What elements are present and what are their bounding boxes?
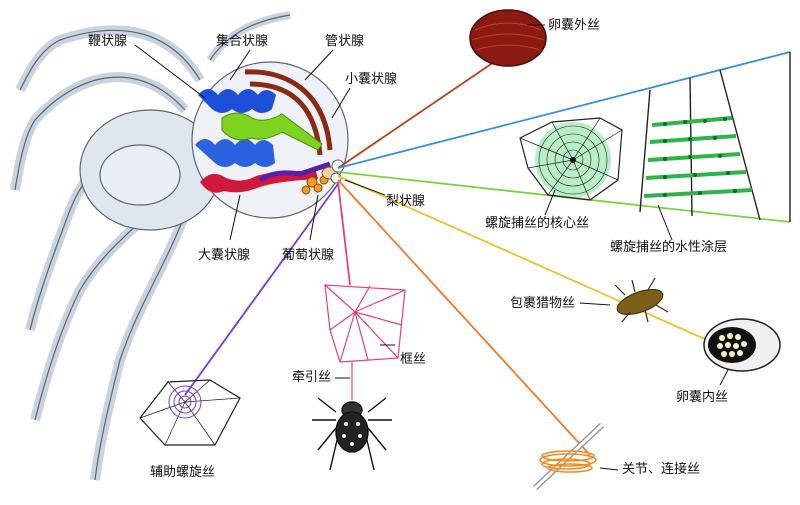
gland-flagelliform <box>198 89 276 113</box>
auxiliary-spiral-web-illustration <box>139 379 241 446</box>
frame-web-illustration <box>324 284 406 400</box>
label-attachment-silk: 关节、连接丝 <box>622 462 701 477</box>
label-spiral-core: 螺旋捕丝的核心丝 <box>485 216 590 231</box>
gland-tubuliform <box>244 69 333 156</box>
label-minor-ampullate-gland: 小囊状腺 <box>345 72 398 87</box>
gland-minor-ampullate <box>221 112 323 151</box>
spiral-core-web <box>519 117 623 201</box>
label-flagelliform-gland: 鞭状腺 <box>88 34 128 49</box>
label-major-ampullate-gland: 大囊状腺 <box>198 248 251 263</box>
label-aciniform-gland: 葡萄状腺 <box>282 248 335 263</box>
thread-purple <box>184 183 339 396</box>
thread-blue <box>337 51 791 169</box>
label-aggregate-gland: 集合状腺 <box>216 34 269 49</box>
hanging-spider-illustration <box>312 397 392 471</box>
label-egg-sac-outer: 卵囊外丝 <box>548 18 601 33</box>
label-frame-silk: 框丝 <box>400 352 427 367</box>
leader-lines <box>134 24 729 471</box>
label-spiral-coating: 螺旋捕丝的水性涂层 <box>610 240 728 255</box>
gland-aggregate <box>195 139 275 167</box>
orb-web-frame <box>639 52 791 222</box>
attachment-illustration <box>532 422 605 491</box>
label-piriform-gland: 梨状腺 <box>386 194 426 209</box>
wrapped-prey-illustration <box>614 277 669 323</box>
thread-yellow <box>337 175 726 349</box>
egg-sac-inner-illustration <box>703 318 781 372</box>
label-prey-wrap: 包裹猎物丝 <box>510 296 576 311</box>
egg-sac-outer-illustration <box>469 9 547 67</box>
spider-illustration <box>10 11 349 481</box>
label-auxiliary-spiral: 辅助螺旋丝 <box>150 465 216 480</box>
label-dragline: 牵引丝 <box>292 370 332 385</box>
label-egg-sac-inner: 卵囊内丝 <box>676 390 729 405</box>
gland-major-ampullate <box>200 161 331 193</box>
thread-egg-outer <box>337 57 501 169</box>
thread-orange <box>337 179 591 456</box>
gland-aciniform <box>301 175 329 195</box>
thread-pink <box>337 181 351 286</box>
capture-spiral-droplets <box>663 117 737 197</box>
label-tubuliform-gland: 管状腺 <box>325 34 365 49</box>
